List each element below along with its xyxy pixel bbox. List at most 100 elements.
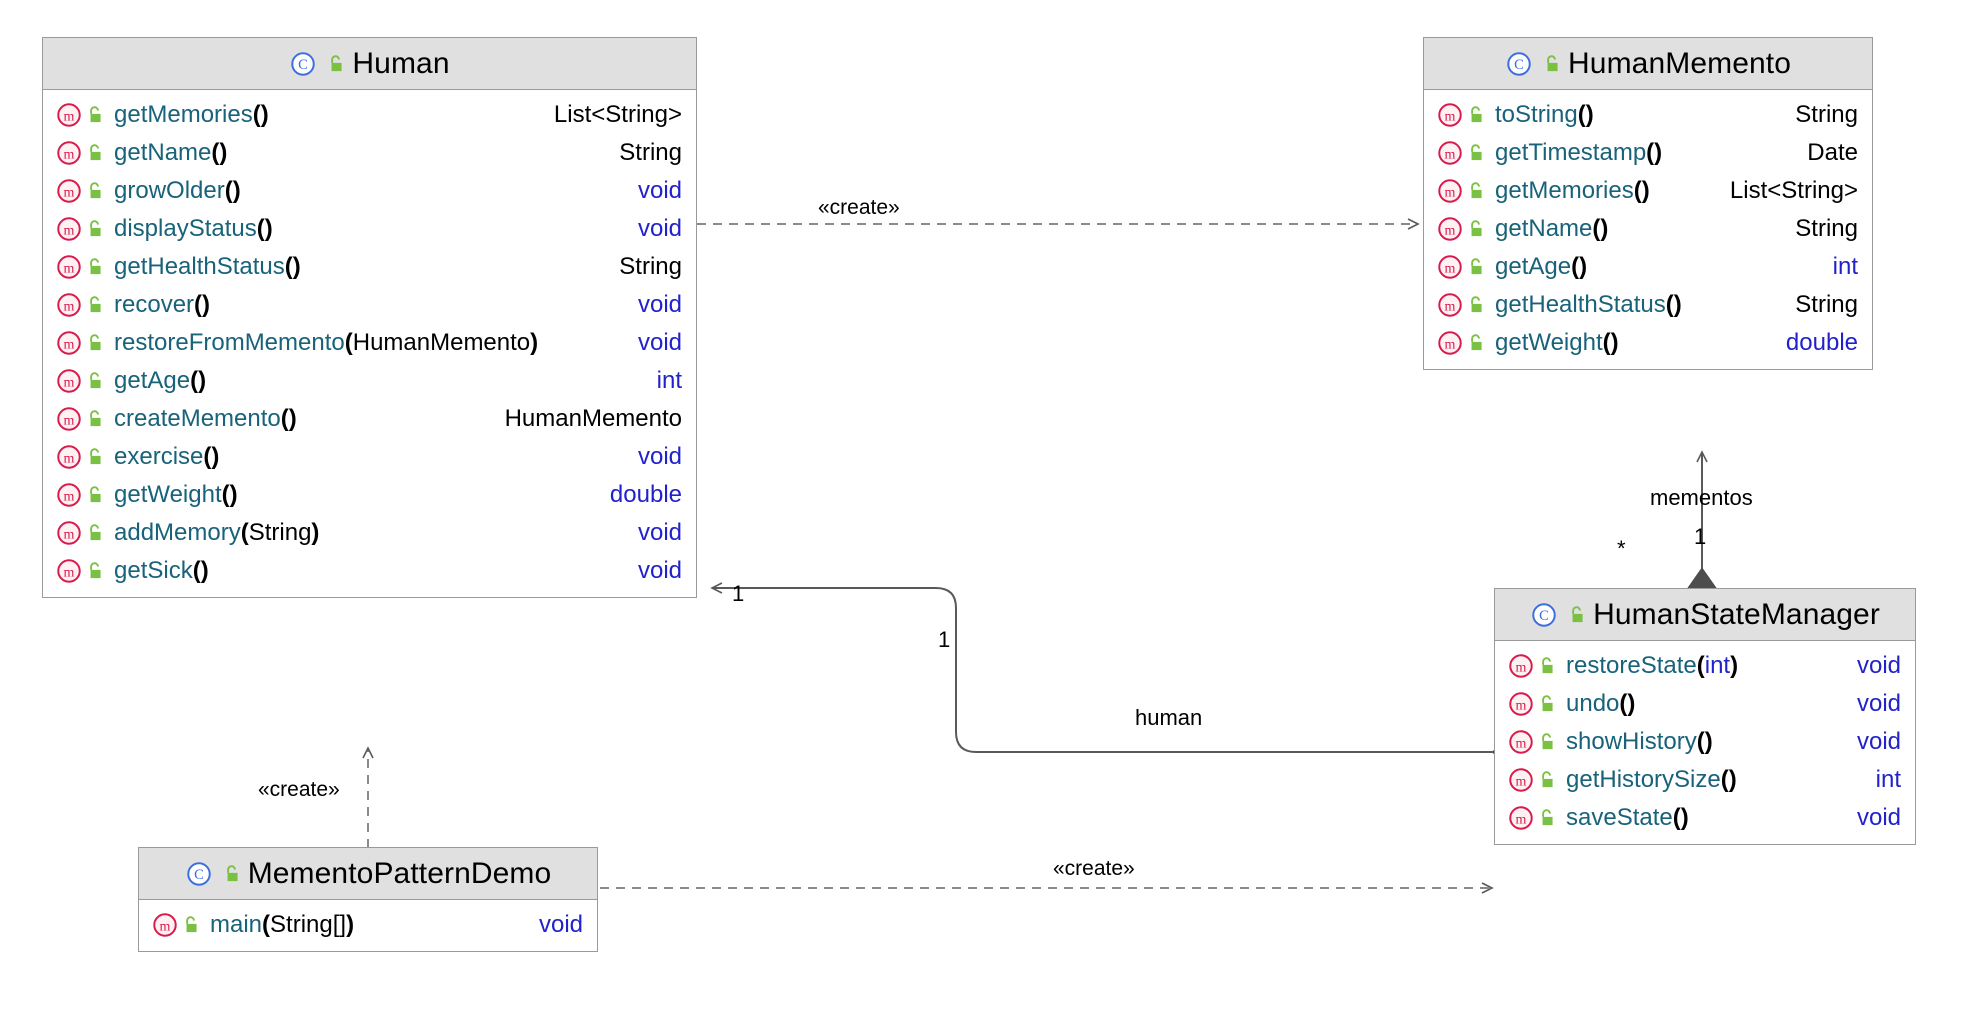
member-row[interactable]: m getMemories()List<String> <box>1424 172 1872 210</box>
member-signature: recover() <box>114 291 210 319</box>
class-members-human-memento: m toString()String m getTimestamp()Date … <box>1424 90 1872 369</box>
svg-text:m: m <box>64 223 75 238</box>
member-paren-open: ( <box>262 911 271 938</box>
member-return-type: String <box>1795 215 1858 242</box>
member-signature: getAge() <box>1495 253 1587 281</box>
member-return-type: List<String> <box>553 101 682 128</box>
svg-text:m: m <box>64 299 75 314</box>
member-paren-open: ( <box>203 443 212 470</box>
method-circle-m-icon: m <box>1436 253 1464 281</box>
svg-text:m: m <box>64 413 75 428</box>
member-paren-close: ) <box>292 253 301 280</box>
method-circle-m-icon: m <box>55 405 83 433</box>
member-name: restoreState <box>1566 652 1697 679</box>
member-signature: getName() <box>1495 215 1608 243</box>
member-name: getHealthStatus <box>1495 291 1666 318</box>
method-circle-m-icon: m <box>55 101 83 129</box>
member-row[interactable]: m getMemories()List<String> <box>43 96 696 134</box>
class-header-human-memento: C HumanMemento <box>1424 38 1872 90</box>
member-row[interactable]: m getName()String <box>43 134 696 172</box>
member-row[interactable]: m displayStatus()void <box>43 210 696 248</box>
member-row[interactable]: m restoreState(int)void <box>1495 647 1915 685</box>
unlock-public-icon <box>86 257 104 277</box>
class-title-memento-pattern-demo: MementoPatternDemo <box>247 856 552 890</box>
edge-label-human-role: human <box>1135 705 1203 730</box>
unlock-public-icon <box>86 143 104 163</box>
unlock-public-icon <box>1538 770 1556 790</box>
class-members-human: m getMemories()List<String> m getName()S… <box>43 90 696 597</box>
svg-text:m: m <box>1445 337 1456 352</box>
member-row[interactable]: m createMemento()HumanMemento <box>43 400 696 438</box>
svg-text:m: m <box>1516 698 1527 713</box>
member-row[interactable]: m toString()String <box>1424 96 1872 134</box>
member-row[interactable]: m getWeight()double <box>1424 324 1872 362</box>
class-box-human-state-manager[interactable]: C HumanStateManager m restoreState(int)v… <box>1494 588 1916 845</box>
unlock-public-icon <box>86 447 104 467</box>
member-paren-close: ) <box>219 139 228 166</box>
class-box-human-memento[interactable]: C HumanMemento m toString()String m getT… <box>1423 37 1873 370</box>
member-signature: undo() <box>1566 690 1635 718</box>
edge-label-create-demo-human: «create» <box>258 778 340 801</box>
method-circle-m-icon: m <box>151 911 179 939</box>
member-signature: addMemory(String) <box>114 519 319 547</box>
svg-text:m: m <box>64 375 75 390</box>
unlock-public-icon <box>86 523 104 543</box>
member-row[interactable]: m main(String[])void <box>139 906 597 944</box>
svg-text:C: C <box>299 57 309 73</box>
member-param: int <box>1704 652 1731 679</box>
member-row[interactable]: m getAge()int <box>1424 248 1872 286</box>
member-paren-close: ) <box>198 367 207 394</box>
member-paren-close: ) <box>311 519 320 546</box>
member-row[interactable]: m saveState()void <box>1495 799 1915 837</box>
member-return-type: void <box>637 443 682 470</box>
edge-label-create-human-memento: «create» <box>818 196 900 219</box>
member-paren-open: ( <box>1633 177 1642 204</box>
member-row[interactable]: m addMemory(String)void <box>43 514 696 552</box>
member-signature: restoreState(int) <box>1566 652 1738 680</box>
member-row[interactable]: m getHealthStatus()String <box>43 248 696 286</box>
svg-text:C: C <box>1514 57 1524 73</box>
member-return-type: void <box>1856 652 1901 679</box>
member-row[interactable]: m showHistory()void <box>1495 723 1915 761</box>
member-name: getAge <box>114 367 191 394</box>
class-box-memento-pattern-demo[interactable]: C MementoPatternDemo m main(String[])voi… <box>138 847 598 952</box>
member-paren-close: ) <box>1654 139 1663 166</box>
method-circle-m-icon: m <box>55 329 83 357</box>
member-return-type: int <box>656 367 682 394</box>
member-return-type: void <box>637 557 682 584</box>
member-paren-close: ) <box>1579 253 1588 280</box>
member-name: getWeight <box>1495 329 1603 356</box>
member-name: getMemories <box>114 101 253 128</box>
method-circle-m-icon: m <box>1436 291 1464 319</box>
member-param: HumanMemento <box>352 329 531 356</box>
member-paren-open: ( <box>240 519 249 546</box>
member-signature: getWeight() <box>1495 329 1619 357</box>
member-row[interactable]: m getTimestamp()Date <box>1424 134 1872 172</box>
svg-text:m: m <box>64 565 75 580</box>
unlock-public-icon <box>223 864 241 884</box>
member-row[interactable]: m recover()void <box>43 286 696 324</box>
member-row[interactable]: m exercise()void <box>43 438 696 476</box>
member-paren-open: ( <box>1577 101 1586 128</box>
member-name: getHealthStatus <box>114 253 285 280</box>
member-row[interactable]: m getWeight()double <box>43 476 696 514</box>
class-circle-c-icon: C <box>289 50 317 78</box>
class-box-human[interactable]: C Human m getMemories()List<String> m ge… <box>42 37 697 598</box>
member-row[interactable]: m getHealthStatus()String <box>1424 286 1872 324</box>
member-row[interactable]: m getName() String <box>1424 210 1872 248</box>
member-row[interactable]: m getAge()int <box>43 362 696 400</box>
unlock-public-icon <box>1538 732 1556 752</box>
member-row[interactable]: m undo()void <box>1495 685 1915 723</box>
member-signature: getTimestamp() <box>1495 139 1662 167</box>
svg-text:m: m <box>64 109 75 124</box>
member-paren-close: ) <box>1600 215 1609 242</box>
member-return-type: void <box>637 329 682 356</box>
member-name: getName <box>1495 215 1593 242</box>
member-row[interactable]: m growOlder()void <box>43 172 696 210</box>
member-row[interactable]: m getHistorySize()int <box>1495 761 1915 799</box>
member-row[interactable]: m restoreFromMemento(HumanMemento)void <box>43 324 696 362</box>
member-paren-open: ( <box>1592 215 1601 242</box>
member-row[interactable]: m getSick()void <box>43 552 696 590</box>
member-paren-open: ( <box>256 215 265 242</box>
svg-text:m: m <box>1445 223 1456 238</box>
